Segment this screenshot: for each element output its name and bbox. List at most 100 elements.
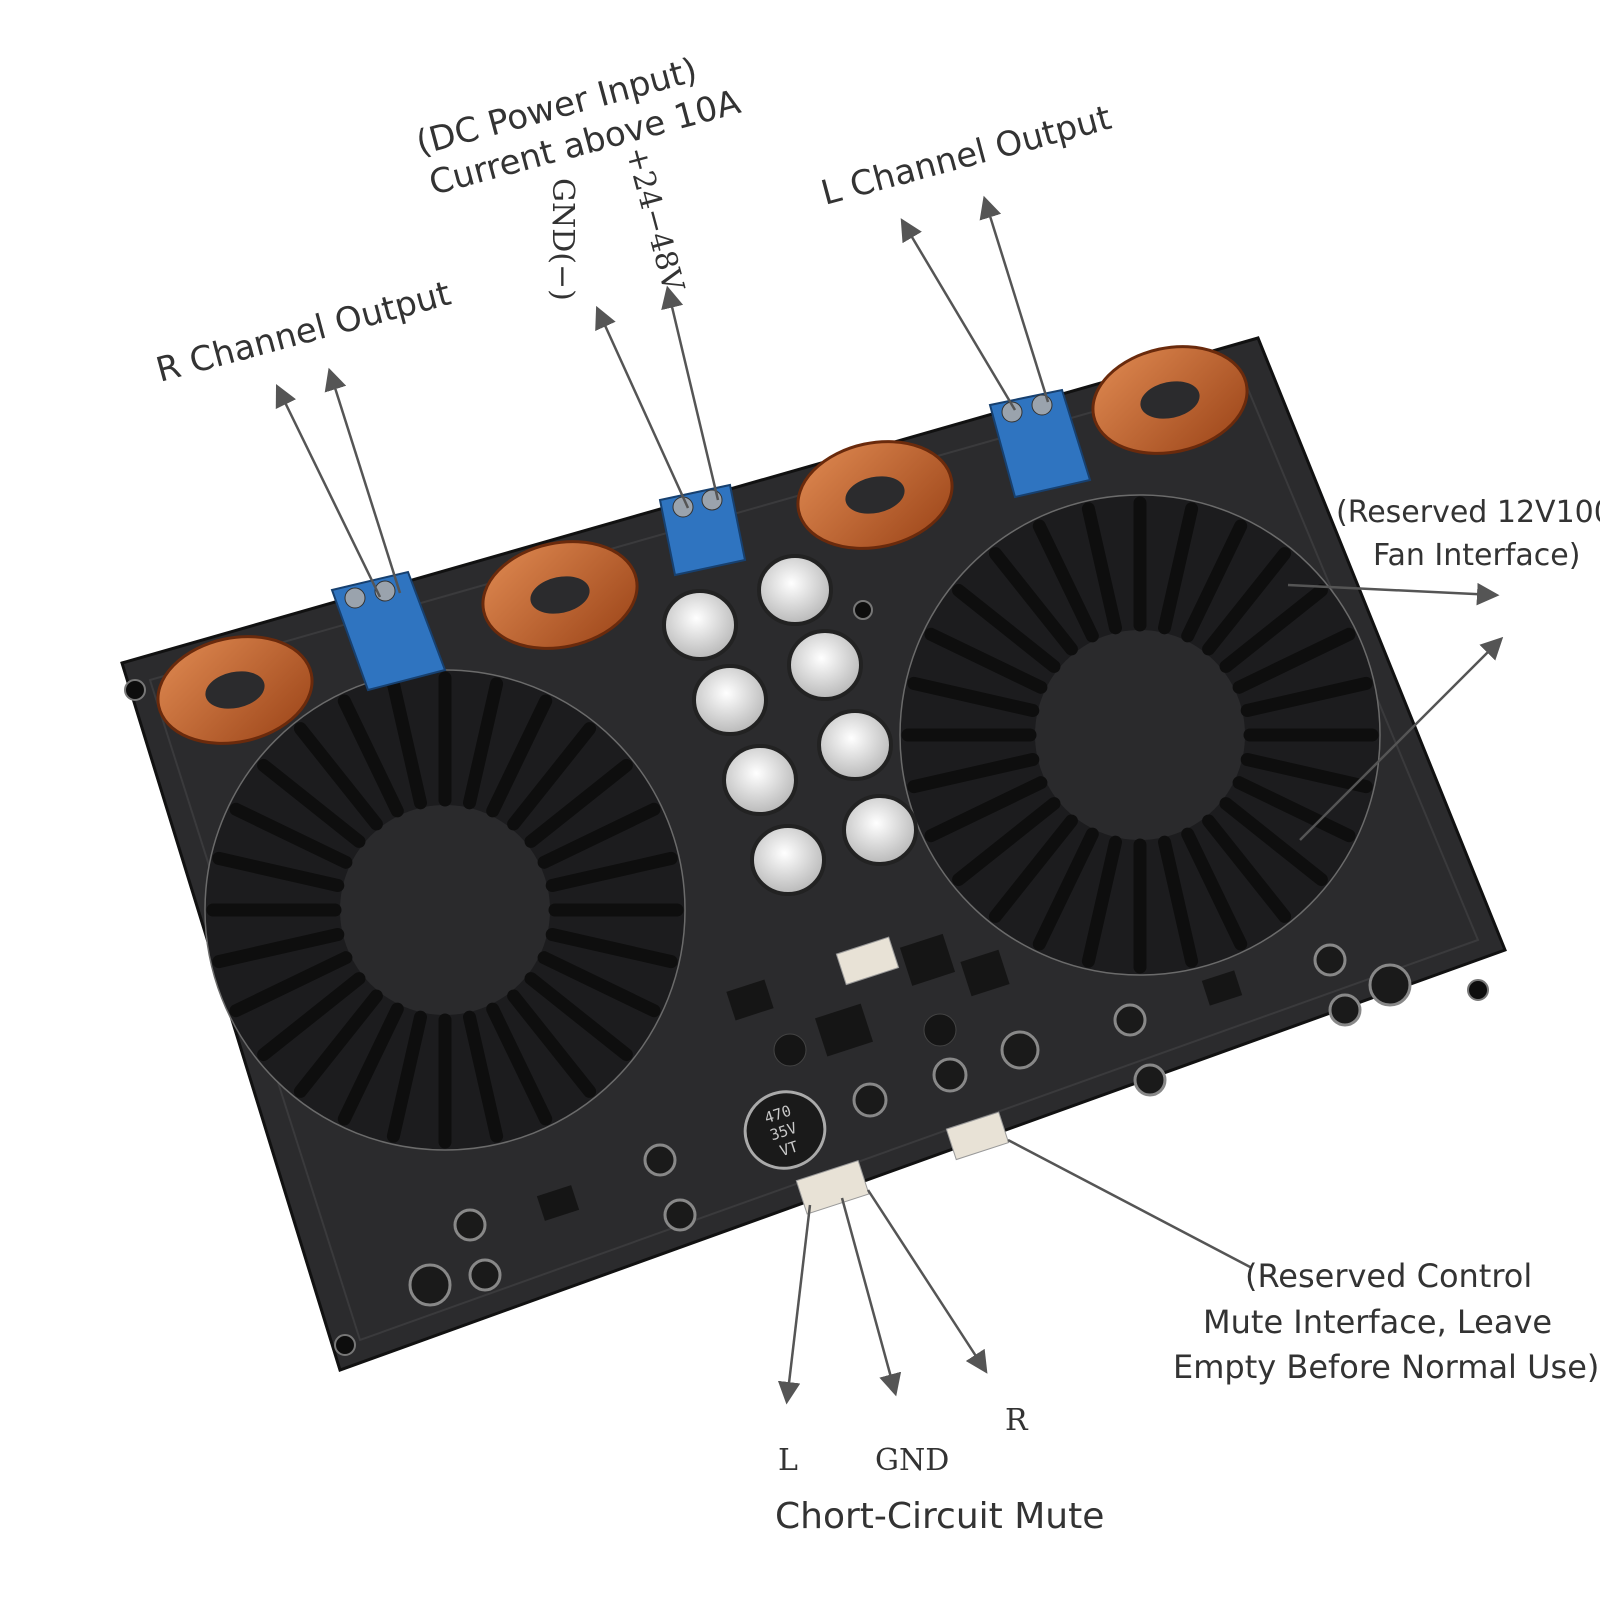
heatsink-fin — [212, 851, 345, 892]
capacitor — [842, 794, 918, 866]
heatsink-fin — [1181, 827, 1248, 951]
capacitor — [750, 824, 826, 896]
reserved-fan-label-line2: Fan Interface) — [1373, 538, 1580, 573]
right-heatsink — [899, 494, 1381, 976]
heatsink-fin — [537, 951, 661, 1018]
plus-24-48v-label: +24−48V — [618, 143, 691, 297]
mute-gnd-arrow — [840, 1197, 902, 1397]
filter-capacitors — [662, 554, 918, 896]
mount-hole — [853, 600, 873, 620]
capacitor — [692, 664, 768, 736]
fan-arrow-2 — [1299, 636, 1504, 841]
toroid-inductor — [156, 635, 314, 745]
heatsink-fin — [212, 928, 345, 969]
heatsink-fin — [524, 972, 633, 1062]
heatsink-fin — [386, 1010, 427, 1143]
heatsink-fin — [907, 676, 1040, 717]
heatsink-fin — [537, 802, 661, 869]
heatsink-fin — [463, 1010, 504, 1143]
fan-connector — [835, 936, 900, 986]
cap-series: VT — [778, 1137, 801, 1160]
gnd-minus-label: GND(−) — [545, 178, 580, 301]
heatsink-fin — [293, 722, 383, 831]
l-channel-output-label: L Channel Output — [817, 98, 1115, 214]
heatsink-fin — [1219, 583, 1328, 673]
mute-connector — [795, 1160, 870, 1215]
toroid-inductor — [1091, 345, 1249, 455]
toroid-inductor — [481, 540, 639, 650]
mute-r-arrow — [866, 1189, 988, 1374]
heatsink-fin — [1181, 519, 1248, 643]
heatsink-fin — [545, 928, 678, 969]
heatsink-fin — [463, 677, 504, 810]
mount-hole — [1467, 979, 1489, 1001]
heatsink-fin — [545, 851, 678, 892]
chort-circuit-mute-label: Chort-Circuit Mute — [775, 1496, 1104, 1537]
capacitor — [817, 709, 893, 781]
small-components — [408, 933, 1412, 1307]
heatsink-fin — [1032, 519, 1099, 643]
heatsink-fin — [1158, 502, 1199, 635]
reserved-mute-label-line3: Empty Before Normal Use) — [1173, 1348, 1599, 1386]
heatsink-fin — [1202, 814, 1292, 923]
heatsink-fin — [486, 694, 553, 818]
heatsink-fin — [229, 802, 353, 869]
capacitor — [662, 589, 738, 661]
heatsink-fin — [386, 677, 427, 810]
r-output-arrow-1 — [275, 383, 382, 598]
mute-l-arrow — [777, 1204, 812, 1405]
heatsink-fin — [1081, 835, 1122, 968]
gnd-arrow — [595, 305, 690, 509]
heatsink-fin — [907, 753, 1040, 794]
reserved-mute-label-line2: Mute Interface, Leave — [1203, 1303, 1552, 1341]
heatsink-fin — [337, 1002, 404, 1126]
terminal-block-l-output — [988, 388, 1092, 499]
capacitor — [787, 629, 863, 701]
capacitor-470uf: 470 35V VT — [743, 1090, 827, 1170]
heatsink-fin — [337, 694, 404, 818]
heatsink-fin — [988, 814, 1078, 923]
mount-hole — [124, 679, 146, 701]
reserved-mute-leader — [1007, 1138, 1253, 1270]
mute-pin-r-label: R — [1005, 1403, 1029, 1438]
heatsink-fin — [1219, 797, 1328, 887]
mute-pin-l-label: L — [778, 1443, 798, 1478]
l-output-arrow-1 — [900, 218, 1017, 411]
leader-lines — [275, 195, 1504, 1405]
capacitor — [757, 554, 833, 626]
heatsink-fin — [257, 758, 366, 848]
heatsink-fin — [507, 722, 597, 831]
heatsink-fin — [952, 583, 1061, 673]
heatsink-fin — [1158, 835, 1199, 968]
reserved-fan-label-line1: (Reserved 12V100MA — [1336, 495, 1600, 530]
heatsink-fin — [486, 1002, 553, 1126]
mute-pin-gnd-label: GND — [875, 1443, 949, 1478]
heatsink-fin — [924, 776, 1048, 843]
heatsink-fin — [229, 951, 353, 1018]
heatsink-fin — [924, 627, 1048, 694]
heatsink-fin — [1240, 676, 1373, 717]
heatsink-fin — [293, 989, 383, 1098]
heatsink-fin — [257, 972, 366, 1062]
toroid-inductor — [796, 440, 954, 550]
mount-hole — [334, 1334, 356, 1356]
l-output-arrow-2 — [979, 195, 1050, 403]
heatsink-fin — [952, 797, 1061, 887]
heatsink-fin — [1240, 753, 1373, 794]
r-channel-output-label: R Channel Output — [152, 274, 455, 391]
reserved-mute-label-line1: (Reserved Control — [1245, 1257, 1532, 1295]
heatsink-fin — [1232, 776, 1356, 843]
r-output-arrow-2 — [324, 367, 402, 594]
heatsink-fin — [1081, 502, 1122, 635]
heatsink-fin — [524, 758, 633, 848]
heatsink-fin — [1232, 627, 1356, 694]
reserved-mute-connector — [945, 1111, 1010, 1161]
heatsink-fin — [1032, 827, 1099, 951]
capacitor — [722, 744, 798, 816]
heatsink-fin — [988, 547, 1078, 656]
left-heatsink — [204, 669, 686, 1151]
plus-voltage-arrow — [661, 285, 720, 501]
heatsink-fin — [507, 989, 597, 1098]
